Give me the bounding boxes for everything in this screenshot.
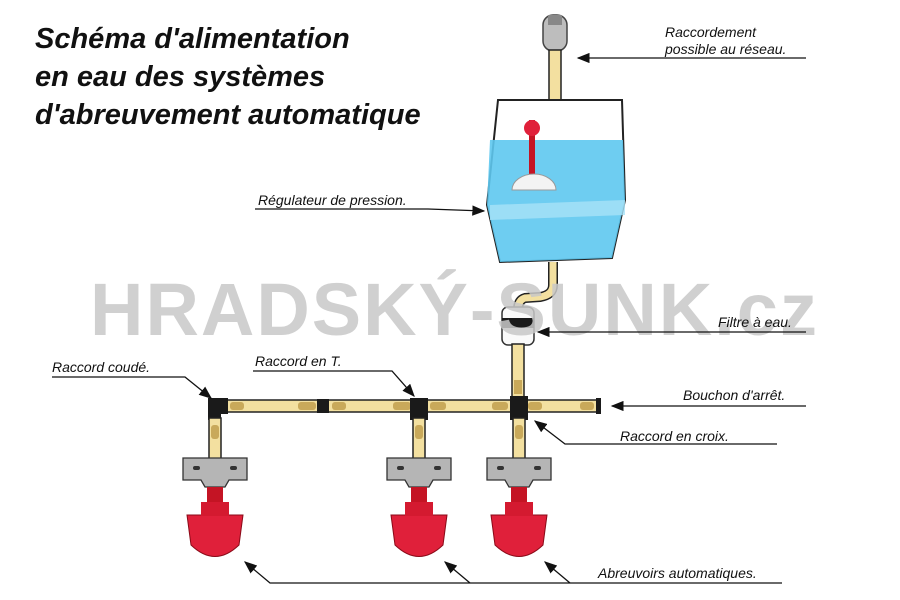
pipe-coupling [317,399,329,413]
drinker-cup [490,514,548,557]
end-cap [596,398,601,414]
label-regulateur: Régulateur de pression. [258,192,407,208]
float-rod [529,120,535,175]
water-tap [542,14,568,52]
mounting-bracket [386,457,452,488]
label-bouchon: Bouchon d'arrêt. [683,387,785,403]
leader-raccord-coude [52,376,213,399]
drinker-cup [390,514,448,557]
leader-regulateur [255,205,486,216]
mounting-bracket [486,457,552,488]
leader-abreuvoirs-1 [244,561,782,584]
leader-raccord-t [253,370,415,397]
drinker-assembly [182,417,248,557]
t-fitting [410,398,428,420]
leader-abreuvoirs-2 [444,561,471,584]
label-raccordement-line2: possible au réseau. [664,41,786,57]
drinker-cup [186,514,244,557]
pressure-regulator-tank [485,99,627,264]
label-raccord-t: Raccord en T. [255,353,342,369]
label-raccordement-line1: Raccordement [665,24,757,40]
title-line-2: en eau des systèmes [35,61,325,93]
label-raccord-coude: Raccord coudé. [52,359,150,375]
label-abreuvoirs: Abreuvoirs automatiques. [597,565,757,581]
drinker-assembly [386,417,452,557]
title-line-3: d'abreuvement automatique [35,99,421,131]
title-line-1: Schéma d'alimentation [35,23,350,55]
elbow-fitting [208,398,228,420]
cross-fitting [510,396,528,420]
leader-abreuvoirs-3 [544,561,571,584]
leader-raccord-croix [533,420,777,445]
valve-head [524,120,540,136]
mounting-bracket [182,457,248,488]
label-filtre: Filtre à eau. [718,314,792,330]
drinker-assembly [486,417,552,557]
label-raccord-croix: Raccord en croix. [620,428,729,444]
watermark: HRADSKÝ-SUNK.cz [90,268,819,351]
float-ball [511,173,557,191]
